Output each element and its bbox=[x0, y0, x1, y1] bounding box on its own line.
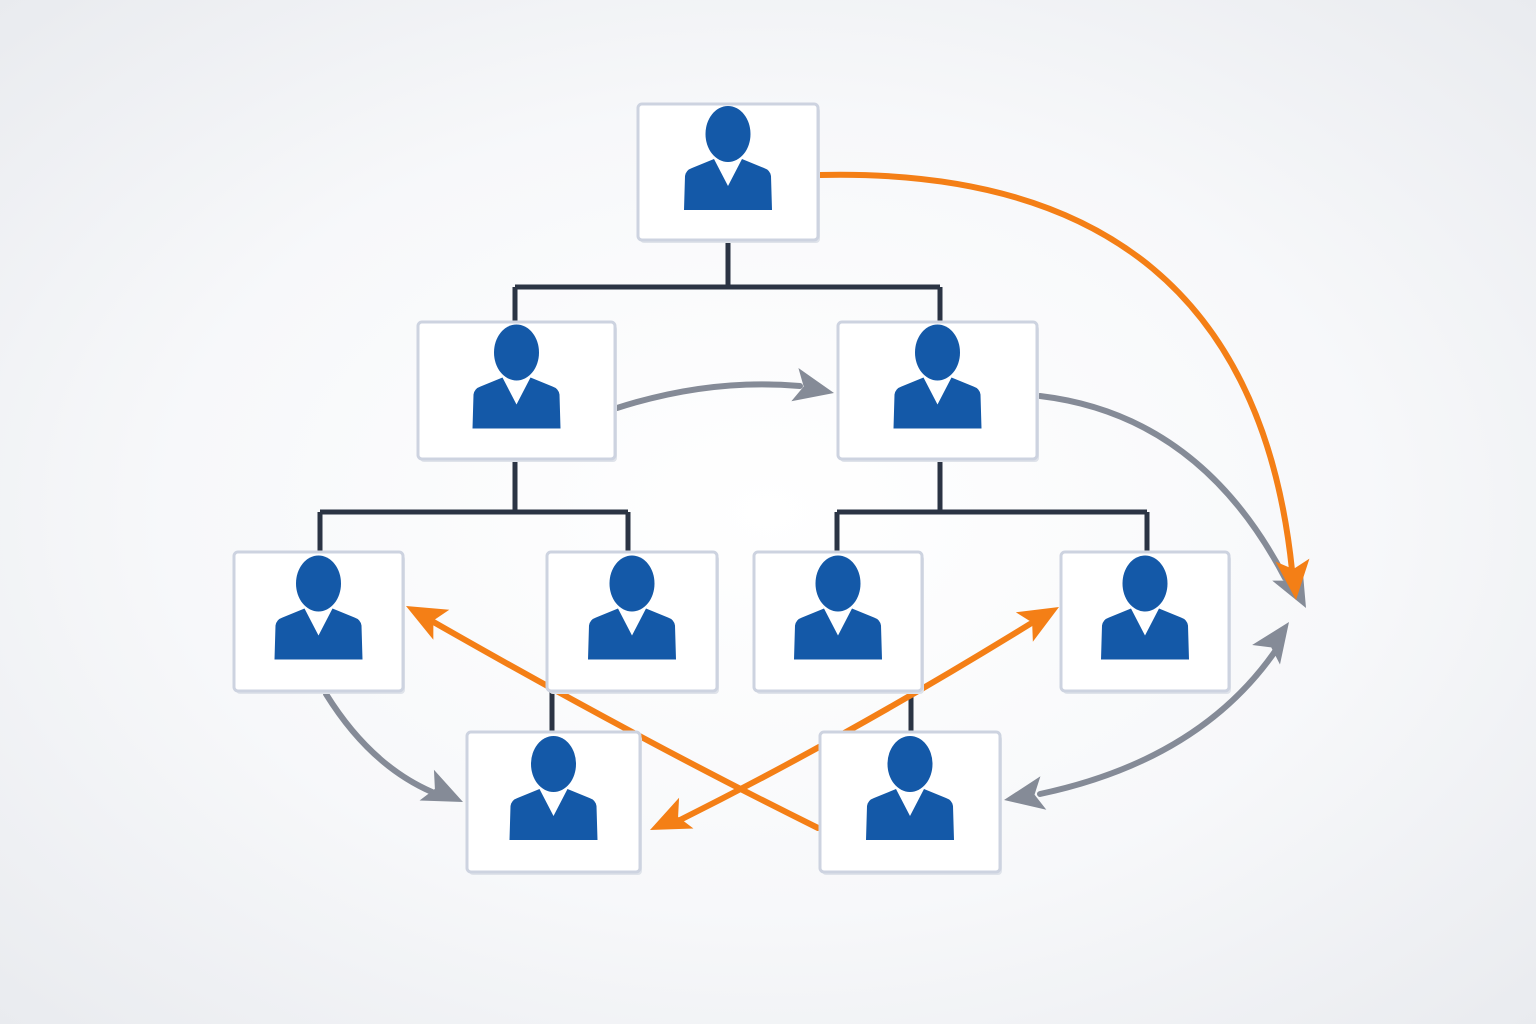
org-node[interactable] bbox=[1059, 550, 1231, 694]
gray-arrow bbox=[323, 691, 435, 795]
gray-arrow bbox=[614, 381, 803, 411]
arrowhead-icon bbox=[1275, 558, 1310, 600]
connector-line bbox=[317, 459, 631, 552]
arrowhead-icon bbox=[406, 606, 450, 640]
org-node[interactable] bbox=[416, 320, 617, 462]
connector-line bbox=[834, 459, 1150, 552]
gray-arrow bbox=[1037, 647, 1279, 797]
org-node[interactable] bbox=[636, 102, 820, 243]
org-node[interactable] bbox=[818, 730, 1002, 875]
gray-arrow bbox=[1037, 393, 1288, 581]
relationship-arrows bbox=[323, 171, 1310, 831]
org-node[interactable] bbox=[836, 320, 1039, 462]
orange-arrow bbox=[677, 621, 1033, 823]
hierarchy-connectors bbox=[317, 240, 1150, 732]
org-node[interactable] bbox=[752, 550, 924, 694]
arrowhead-icon bbox=[1004, 776, 1047, 810]
arrowhead-icon bbox=[1015, 607, 1059, 642]
arrowhead-icon bbox=[650, 797, 694, 830]
org-node[interactable] bbox=[232, 550, 405, 694]
org-node[interactable] bbox=[545, 550, 719, 694]
orange-arrow bbox=[817, 171, 1295, 573]
arrowhead-icon bbox=[791, 368, 834, 402]
org-node[interactable] bbox=[465, 730, 642, 875]
nodes bbox=[232, 102, 1231, 875]
arrowhead-icon bbox=[419, 769, 463, 802]
connector-line bbox=[512, 240, 943, 322]
arrowhead-icon bbox=[1252, 622, 1289, 665]
